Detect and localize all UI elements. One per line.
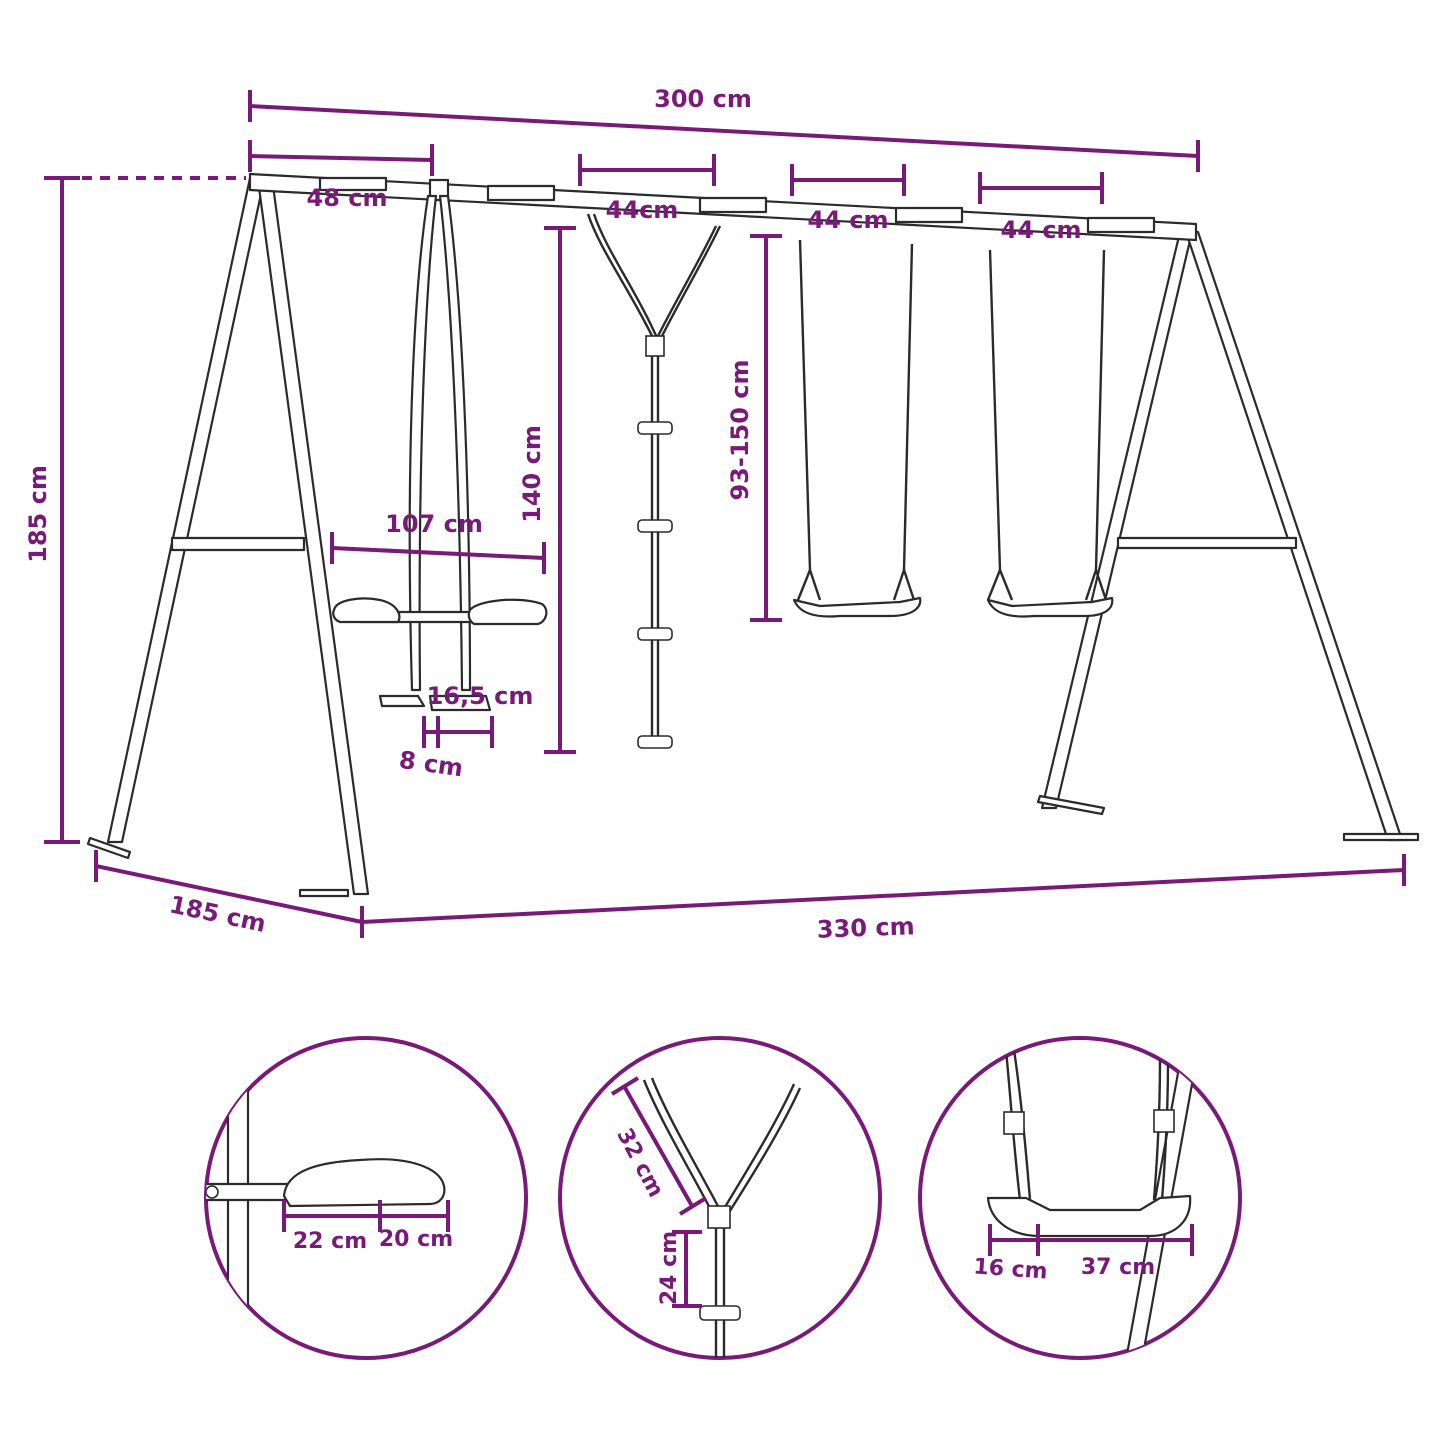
detail-glider-seat: 22 cm 20 cm	[204, 1036, 528, 1360]
detail-swing-seat: 16 cm 37 cm	[918, 1036, 1242, 1360]
rope-step-1	[637, 421, 673, 435]
label-height-total: 185 cm	[24, 465, 52, 563]
label-seg-1: 48 cm	[307, 184, 388, 212]
beam-bracket-1	[318, 176, 388, 192]
beam-bracket-3	[698, 196, 768, 214]
dimension-lines	[44, 90, 1406, 938]
label-swing-height: 93-150 cm	[726, 359, 754, 500]
right-crossbar	[1116, 536, 1298, 550]
glider-seat-left	[332, 597, 401, 624]
label-swing-seat-b: 37 cm	[1081, 1255, 1155, 1280]
left-back-leg	[256, 176, 370, 896]
climbing-rope	[586, 213, 722, 749]
glider-foot-right	[428, 694, 492, 712]
label-foot-width: 16,5 cm	[427, 682, 534, 710]
label-top-width: 300 cm	[654, 85, 752, 113]
rope-step-4	[637, 735, 673, 749]
glider-arm-front	[408, 194, 438, 692]
beam-bracket-4	[894, 206, 964, 224]
right-front-leg	[1184, 230, 1404, 842]
left-back-foot	[298, 888, 350, 898]
right-back-leg	[1040, 230, 1194, 810]
beam-bracket-2	[486, 184, 556, 202]
glider	[332, 194, 548, 712]
label-glider-seat-a: 22 cm	[293, 1229, 367, 1254]
label-foot-depth: 8 cm	[397, 746, 465, 783]
glider-arm-back	[438, 194, 472, 692]
detail-climbing-rope: 32 cm 24 cm	[558, 1036, 882, 1360]
swing-1-seat	[792, 596, 922, 618]
rope-step-2	[637, 519, 673, 533]
label-seg-2: 44cm	[606, 196, 679, 224]
glider-foot-left	[378, 694, 426, 708]
left-front-leg	[106, 176, 266, 844]
label-climb-height: 140 cm	[518, 425, 546, 523]
swing-1	[792, 239, 922, 618]
right-back-foot	[1036, 794, 1106, 816]
label-seg-4: 44 cm	[1001, 216, 1082, 244]
label-base-width: 330 cm	[816, 912, 915, 943]
swing-2	[986, 249, 1114, 618]
beam-bracket-5	[1086, 216, 1156, 234]
label-rope-b: 24 cm	[657, 1231, 682, 1305]
swing-frame	[86, 172, 1420, 898]
glider-seat-right	[467, 598, 548, 626]
label-glider-width: 107 cm	[385, 510, 483, 538]
label-seg-3: 44 cm	[808, 206, 889, 234]
swing-2-seat	[986, 596, 1114, 618]
right-front-foot	[1342, 832, 1420, 842]
rope-step-3	[637, 627, 673, 641]
left-front-foot	[86, 836, 132, 860]
label-swing-seat-a: 16 cm	[973, 1254, 1049, 1284]
label-glider-seat-b: 20 cm	[379, 1227, 453, 1252]
left-crossbar	[170, 536, 306, 552]
